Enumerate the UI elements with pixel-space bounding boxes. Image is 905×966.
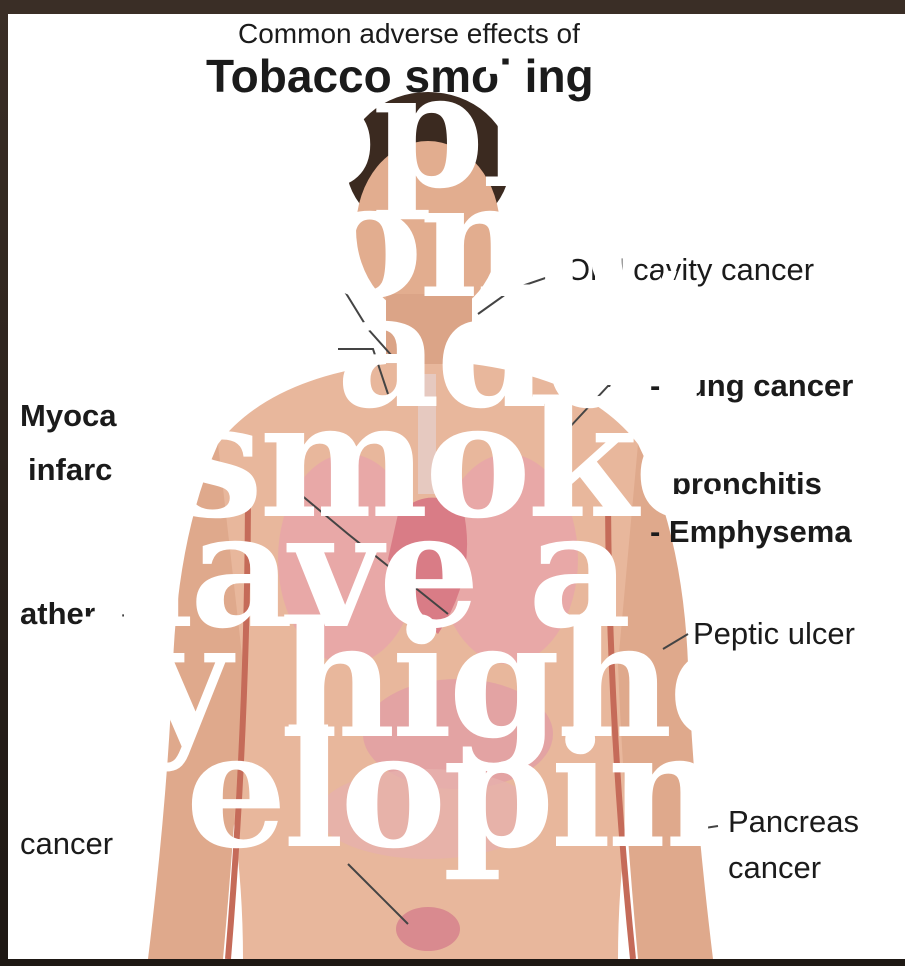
face-shape xyxy=(356,141,500,317)
label-myocardial: Myoca xyxy=(20,398,116,434)
trachea-shape xyxy=(418,374,436,494)
label-athero: athero- xyxy=(20,596,125,632)
label-infarction: infarc xyxy=(28,452,112,488)
label-emphysema: - Emphysema xyxy=(650,514,852,550)
label-pancreas-cancer: cancer xyxy=(728,850,821,886)
label-peptic-ulcer: Peptic ulcer xyxy=(693,616,855,652)
label-pancreas: Pancreas xyxy=(728,804,859,840)
anatomy-diagram: Common adverse effects of Tobacco smokin… xyxy=(8,14,905,959)
label-bronchitis: bronchitis xyxy=(672,466,822,502)
label-cancer-left: cancer xyxy=(20,826,113,862)
label-lung-cancer: - Lung cancer xyxy=(650,368,853,404)
bladder-shape xyxy=(396,907,460,951)
intestine-shape xyxy=(318,769,538,859)
label-oral-cavity-cancer: Oral cavity cancer xyxy=(566,252,814,288)
page-title: Tobacco smoking xyxy=(206,50,594,103)
subtitle-text: Common adverse effects of xyxy=(238,18,580,50)
